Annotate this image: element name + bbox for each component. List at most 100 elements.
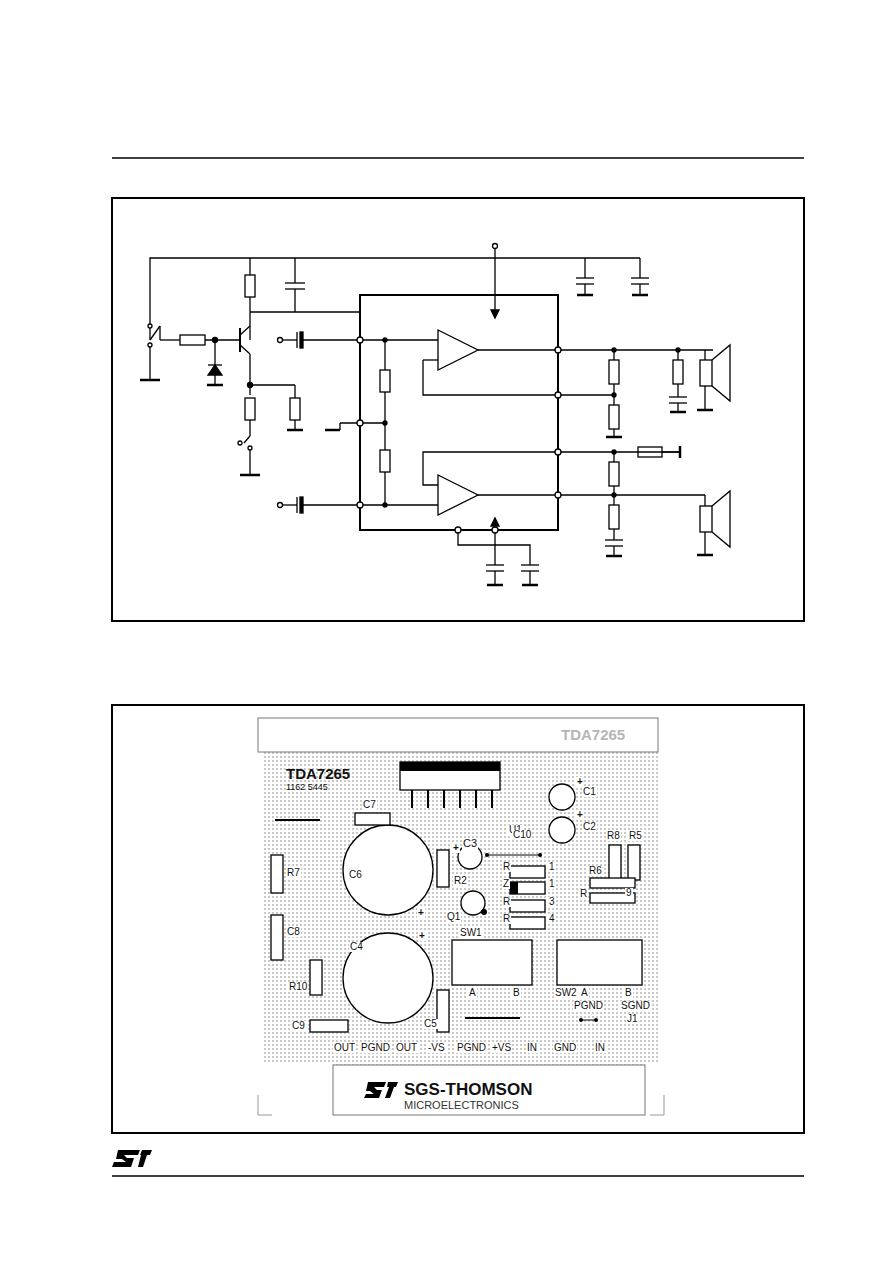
drawing-part bbox=[325, 429, 340, 432]
part-label: C8 bbox=[286, 927, 301, 937]
part-label: GND bbox=[553, 1043, 577, 1053]
part-label: A bbox=[580, 988, 589, 998]
drawing-part bbox=[303, 504, 438, 505]
drawing-part bbox=[357, 420, 363, 426]
drawing-part bbox=[549, 817, 575, 843]
drawing-part bbox=[249, 450, 250, 475]
drawing-part bbox=[478, 494, 705, 495]
drawing-part bbox=[380, 450, 390, 472]
drawing-part bbox=[438, 475, 478, 515]
drawing-part bbox=[609, 845, 621, 880]
drawing-part bbox=[662, 451, 680, 452]
drawing-part bbox=[343, 825, 433, 915]
drawing-part bbox=[249, 420, 250, 436]
drawing-part bbox=[294, 385, 295, 398]
drawing-part bbox=[579, 1018, 583, 1022]
drawing-part bbox=[677, 350, 678, 360]
part-label: C4 bbox=[349, 942, 364, 952]
schematic bbox=[112, 198, 804, 621]
part-label: 4 bbox=[548, 914, 556, 924]
drawing-part bbox=[364, 1082, 386, 1098]
drawing-part bbox=[628, 845, 640, 880]
drawing-part bbox=[555, 347, 561, 353]
drawing-part bbox=[140, 379, 160, 382]
drawing-part bbox=[285, 282, 305, 283]
drawing-part bbox=[214, 375, 215, 385]
drawing-part bbox=[538, 853, 542, 857]
part-label: R7 bbox=[286, 868, 301, 878]
drawing-part bbox=[250, 311, 360, 312]
drawing-part bbox=[248, 446, 252, 450]
part-label: OUT bbox=[395, 1043, 418, 1053]
part-label: C7 bbox=[362, 800, 377, 810]
drawing-part bbox=[355, 813, 390, 825]
drawing-part bbox=[271, 855, 283, 893]
drawing-part bbox=[400, 762, 500, 790]
drawing-part bbox=[549, 784, 575, 810]
drawing-part bbox=[712, 345, 730, 401]
drawing-part bbox=[262, 752, 660, 1115]
part-label: SGND bbox=[620, 1001, 651, 1011]
part-label: PGND bbox=[360, 1043, 391, 1053]
part-label: C5 bbox=[423, 1019, 438, 1029]
part-label: IN bbox=[526, 1043, 538, 1053]
part-label: SW1 bbox=[459, 928, 483, 938]
drawing-part bbox=[278, 338, 283, 343]
drawing-part bbox=[380, 370, 390, 392]
drawing-part bbox=[458, 533, 530, 565]
drawing-part bbox=[443, 790, 445, 808]
drawing-part bbox=[214, 340, 215, 365]
drawing-part bbox=[475, 790, 477, 808]
drawing-part bbox=[300, 332, 303, 348]
drawing-part bbox=[590, 878, 635, 888]
drawing-part bbox=[613, 529, 614, 540]
drawing-part bbox=[677, 384, 678, 397]
part-label: IN bbox=[594, 1043, 606, 1053]
drawing-part bbox=[271, 762, 642, 1032]
part-label: SGS-THOMSON bbox=[403, 1081, 533, 1098]
drawing-part bbox=[245, 398, 255, 420]
drawing-part bbox=[609, 505, 619, 529]
drawing-part bbox=[639, 258, 640, 278]
drawing-part bbox=[294, 420, 295, 430]
drawing-part bbox=[160, 339, 180, 340]
drawing-part bbox=[700, 506, 712, 532]
drawing-part bbox=[510, 882, 545, 894]
drawing-part bbox=[244, 436, 250, 443]
part-label: J1 bbox=[626, 1014, 639, 1024]
drawing-part bbox=[639, 284, 640, 295]
drawing-part bbox=[491, 310, 499, 318]
drawing-part bbox=[581, 1020, 596, 1021]
drawing-part bbox=[487, 584, 503, 587]
drawing-part bbox=[557, 940, 642, 985]
drawing-part bbox=[555, 392, 561, 398]
part-label: + bbox=[452, 843, 460, 853]
drawing-part bbox=[609, 462, 619, 486]
drawing-part bbox=[112, 1150, 140, 1167]
drawing-part bbox=[150, 258, 640, 340]
drawing-part bbox=[555, 492, 561, 498]
part-label: +VS bbox=[491, 1043, 512, 1053]
drawing-part bbox=[258, 1095, 664, 1115]
drawing-part bbox=[385, 339, 438, 340]
drawing-part bbox=[290, 398, 300, 420]
part-label: PGND bbox=[573, 1001, 604, 1011]
st-logo bbox=[112, 1150, 152, 1167]
drawing-part bbox=[159, 326, 160, 340]
drawing-part bbox=[437, 990, 449, 1032]
drawing-part bbox=[423, 360, 614, 395]
drawing-part bbox=[333, 1065, 645, 1115]
drawing-part bbox=[205, 339, 240, 340]
drawing-part bbox=[249, 354, 250, 395]
drawing-part bbox=[609, 360, 619, 384]
drawing-part bbox=[481, 909, 487, 915]
drawing-part bbox=[650, 1115, 664, 1116]
part-label: R10 bbox=[288, 982, 308, 992]
part-label: MICROELECTRONICS bbox=[403, 1100, 520, 1111]
drawing-part bbox=[138, 1150, 152, 1167]
part-label: C6 bbox=[348, 870, 363, 880]
drawing-part bbox=[491, 790, 493, 808]
drawing-part bbox=[704, 350, 705, 360]
drawing-part bbox=[427, 790, 429, 808]
drawing-part bbox=[529, 571, 530, 585]
